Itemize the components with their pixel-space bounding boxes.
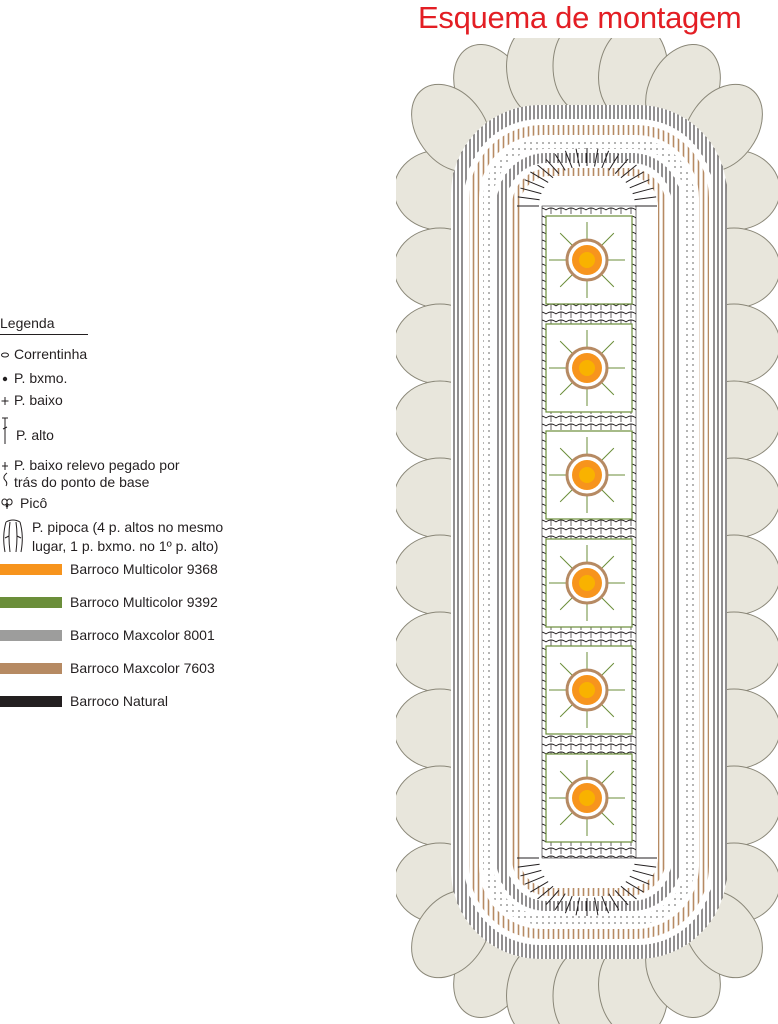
legend-label: P. baixo (14, 392, 63, 408)
page-title: Esquema de montagem (418, 0, 742, 35)
grey-band (483, 139, 695, 925)
flower-motif (545, 323, 633, 413)
stitch-line (601, 150, 610, 169)
flower-center (579, 682, 595, 698)
swatch-label: Barroco Natural (70, 693, 169, 709)
relief-stitch-icon (2, 462, 8, 487)
swatch-green (0, 597, 62, 608)
stitch-line (575, 148, 580, 167)
legend-label: P. bxmo. (14, 370, 68, 386)
legend-label: Picô (20, 495, 48, 511)
flower-center (579, 252, 595, 268)
inner-brown-band (512, 168, 666, 896)
legend-heading: Legenda (0, 315, 88, 335)
stitch-line (625, 171, 644, 183)
crochet-diagram (396, 38, 778, 1024)
stitch-line (554, 154, 566, 171)
flower-center (579, 790, 595, 806)
stitch-line (524, 179, 545, 189)
stitch-line (537, 164, 554, 179)
flower-center (579, 467, 595, 483)
stitch-line (632, 187, 654, 195)
single-crochet-icon (1, 397, 9, 405)
slip-stitch-icon (2, 376, 8, 382)
swatch-label: Barroco Multicolor 9368 (70, 561, 218, 577)
stitch-line (575, 897, 580, 916)
popcorn-stitch-icon (3, 519, 23, 553)
stitch-line (545, 158, 560, 174)
flower-motif (545, 538, 633, 628)
brown-band (469, 125, 709, 939)
stitch-line (520, 187, 542, 195)
flower-motif (545, 753, 633, 843)
outer-black-band (451, 105, 727, 959)
legend-label: P. alto (16, 427, 54, 443)
center-strip (541, 205, 637, 859)
flower-motif (545, 645, 633, 735)
swatch-brown (0, 663, 62, 674)
stitch-line (608, 893, 620, 910)
stitch-line (524, 875, 545, 885)
stitch-line (614, 158, 629, 174)
picot-icon (1, 498, 13, 509)
stitch-line (601, 895, 610, 914)
stitch-line (530, 881, 549, 893)
stitch-line (632, 869, 654, 877)
legend-label-line2: trás do ponto de base (14, 474, 150, 490)
stitch-line (620, 164, 637, 179)
stitch-line (517, 196, 540, 201)
petal-border (396, 38, 778, 1024)
double-crochet-icon (2, 417, 8, 444)
swatch-grey (0, 630, 62, 641)
legend-label-line1: P. baixo relevo pegado por (14, 457, 180, 473)
stitch-line (545, 890, 560, 906)
stitch-line (625, 881, 644, 893)
chain-stitch-icon (1, 352, 9, 358)
stitch-line (554, 893, 566, 910)
swatch-orange (0, 564, 62, 575)
legend-label-line2: lugar, 1 p. bxmo. no 1º p. alto) (32, 538, 219, 554)
stitch-line (530, 171, 549, 183)
legend-label-line1: P. pipoca (4 p. altos no mesmo (32, 519, 224, 535)
stitch-line (520, 869, 542, 877)
stitch-line (608, 154, 620, 171)
stitch-line (594, 897, 599, 916)
swatch-label: Barroco Multicolor 9392 (70, 594, 218, 610)
swatch-label: Barroco Maxcolor 8001 (70, 627, 215, 643)
stitch-line (564, 895, 573, 914)
swatch-black (0, 696, 62, 707)
flower-motif (545, 430, 633, 520)
end-stitch-arcs (517, 148, 657, 916)
swatch-label: Barroco Maxcolor 7603 (70, 660, 215, 676)
inner-black-band (497, 153, 681, 911)
stitch-line (614, 890, 629, 906)
stitch-line (517, 863, 540, 868)
stitch-line (629, 875, 650, 885)
stitch-line (634, 863, 657, 868)
stitch-line (634, 196, 657, 201)
stitch-line (620, 885, 637, 900)
legend-label: Correntinha (14, 346, 88, 362)
stitch-line (537, 885, 554, 900)
flower-motif (545, 215, 633, 305)
stitch-line (564, 150, 573, 169)
flower-center (579, 575, 595, 591)
stitch-line (594, 148, 599, 167)
flower-motifs (545, 215, 633, 843)
flower-center (579, 360, 595, 376)
stitch-line (629, 179, 650, 189)
